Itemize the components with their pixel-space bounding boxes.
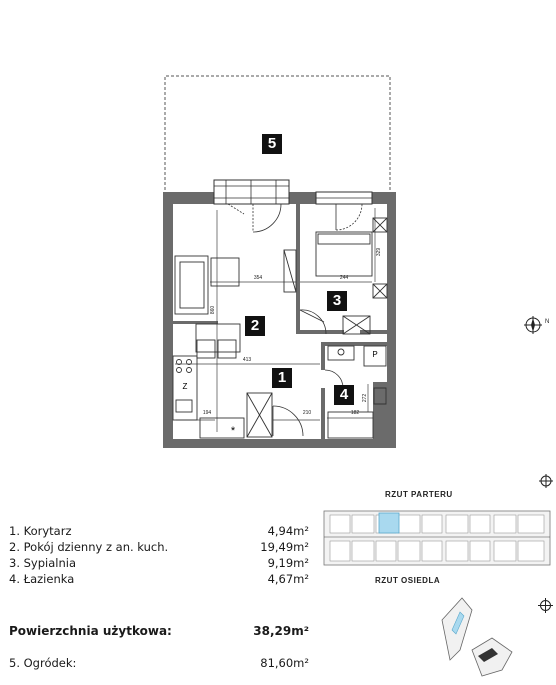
dim-413: 413 [243,357,252,363]
dim-194: 194 [203,410,212,416]
dim-244: 244 [340,275,349,281]
dimension-lines [175,208,376,432]
garden-area: 81,60m² [260,656,309,670]
legend-item-area: 4,94m² [267,524,309,538]
legend-item: 1. Korytarz 4,94m² [9,524,309,539]
dim-329: 329 [376,248,382,257]
dim-210: 210 [303,410,312,416]
dim-354: 354 [254,275,263,281]
legend-item-name: 2. Pokój dzienny z an. kuch. [9,540,169,554]
room-label-4: 4 [334,385,354,405]
room-label-2: 2 [245,316,265,336]
svg-text:N: N [545,319,549,325]
interior-walls [173,204,387,440]
compass-rose-icon: N [524,316,549,334]
dim-860: 860 [210,306,216,315]
legend-total: Powierzchnia użytkowa: 38,29m² [9,624,309,639]
legend-item-name: 1. Korytarz [9,524,72,538]
legend-item: 3. Sypialnia 9,19m² [9,556,309,571]
total-value: 38,29m² [253,624,309,638]
floor-plan: Z P * 354 244 860 413 329 194 210 182 27… [163,75,396,448]
unit-highlight [378,512,400,534]
legend-item-area: 19,49m² [260,540,309,554]
compass-north-icon [539,474,553,488]
garden-name: 5. Ogródek: [9,656,77,670]
washer-glyph: P [372,350,377,359]
room-label-1: 1 [272,368,292,388]
floor-map-title: RZUT PARTERU [385,490,453,499]
legend-item-name: 3. Sypialnia [9,556,77,570]
garden-boundary [164,75,391,190]
room-label-3: 3 [327,291,347,311]
total-label: Powierzchnia użytkowa: [9,624,172,638]
wall-right-lower [373,382,387,440]
estate-location-map [441,597,513,677]
legend-item-name: 4. Łazienka [9,572,75,586]
vent-glyph: * [231,425,236,437]
balcony-door-frame [213,179,290,205]
fridge-glyph: Z [183,382,188,391]
estate-map-title: RZUT OSIEDLA [375,576,441,585]
legend-item-area: 4,67m² [267,572,309,586]
floor-location-map [323,510,551,566]
exterior-wall [163,192,396,448]
dim-182: 182 [351,410,360,416]
room-label-5: 5 [262,134,282,154]
legend-item-area: 9,19m² [267,556,309,570]
compass-estate-icon [538,598,553,613]
furniture [172,217,388,439]
legend-item: 4. Łazienka 4,67m² [9,572,309,587]
dim-272: 272 [362,394,368,403]
doors [227,203,363,437]
legend-item: 2. Pokój dzienny z an. kuch. 19,49m² [9,540,309,555]
legend-garden: 5. Ogródek: 81,60m² [9,656,309,671]
